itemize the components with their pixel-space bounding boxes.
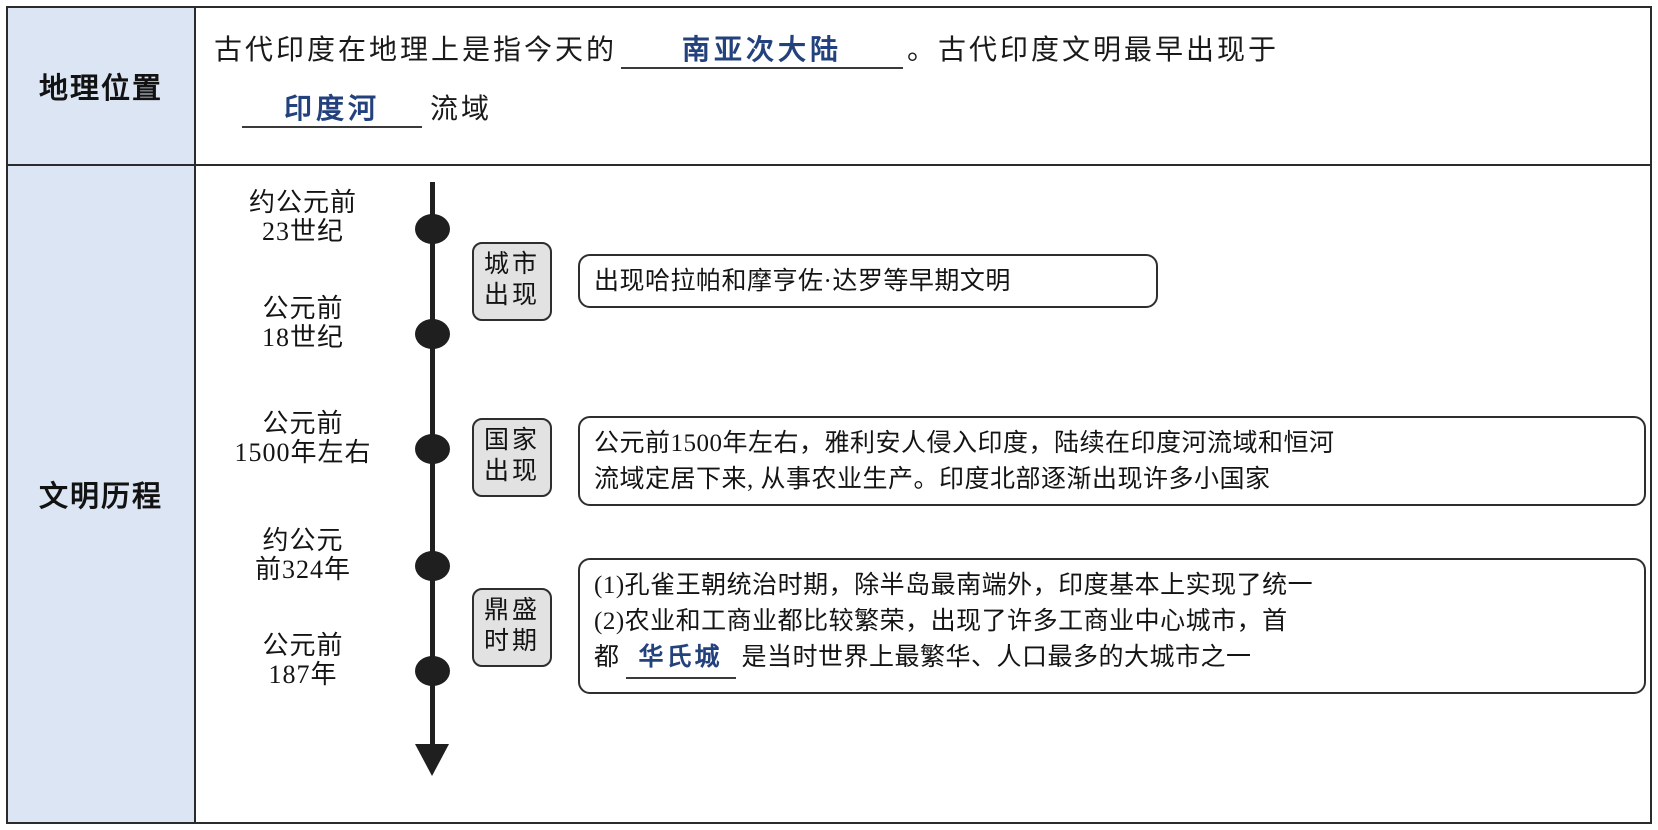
geography-line2-suffix: 流域 — [430, 94, 493, 125]
timeline-year-label: 约公元 前324年 — [254, 526, 351, 585]
phase-tag-city: 城市 出现 — [472, 242, 552, 321]
row-label-civilization: 文明历程 — [8, 166, 194, 822]
timeline-year-label: 公元前 187年 — [262, 631, 344, 690]
geography-line-2: 印度河流域 — [214, 95, 1632, 128]
timeline-arrow-icon — [415, 744, 449, 776]
detail-line3-prefix: 都 — [594, 644, 620, 671]
geography-line-1: 古代印度在地理上是指今天的南亚次大陆。古代印度文明最早出现于 — [214, 36, 1632, 69]
timeline-year-label: 公元前 1500年左右 — [234, 409, 372, 468]
detail-box-peak: (1)孔雀王朝统治时期，除半岛最南端外，印度基本上实现了统一 (2)农业和工商业… — [578, 558, 1646, 694]
geography-content: 古代印度在地理上是指今天的南亚次大陆。古代印度文明最早出现于 印度河流域 — [196, 8, 1650, 164]
row-divider — [8, 164, 1650, 166]
timeline-node — [415, 656, 450, 686]
detail-box-city: 出现哈拉帕和摩亨佐·达罗等早期文明 — [578, 254, 1158, 308]
answer-blank-indus-river[interactable]: 印度河 — [242, 95, 422, 128]
detail-line3-suffix: 是当时世界上最繁华、人口最多的大城市之一 — [741, 644, 1252, 671]
detail-line: (1)孔雀王朝统治时期，除半岛最南端外，印度基本上实现了统一 — [594, 572, 1314, 599]
detail-line: 公元前1500年左右，雅利安人侵入印度，陆续在印度河流域和恒河 — [594, 430, 1335, 457]
timeline-year-label: 约公元前 23世纪 — [248, 188, 357, 247]
detail-line: 出现哈拉帕和摩亨佐·达罗等早期文明 — [594, 268, 1011, 295]
timeline-axis — [430, 182, 435, 752]
timeline-year-label: 公元前 18世纪 — [261, 294, 344, 353]
answer-blank-pataliputra[interactable]: 华氏城 — [625, 639, 736, 679]
timeline-node — [415, 319, 450, 349]
detail-box-state: 公元前1500年左右，雅利安人侵入印度，陆续在印度河流域和恒河 流域定居下来, … — [578, 416, 1646, 506]
geography-line1-prefix: 古代印度在地理上是指今天的 — [214, 35, 618, 66]
geography-line1-suffix: 。古代印度文明最早出现于 — [907, 35, 1280, 66]
column-divider — [194, 8, 196, 822]
row-label-geography: 地理位置 — [8, 8, 194, 164]
timeline-node — [415, 551, 450, 581]
phase-tag-peak: 鼎盛 时期 — [472, 588, 552, 667]
timeline-node — [415, 434, 450, 464]
detail-line-with-blank: 都华氏城是当时世界上最繁华、人口最多的大城市之一 — [594, 639, 1630, 679]
answer-blank-south-asia[interactable]: 南亚次大陆 — [621, 36, 904, 69]
detail-line: (2)农业和工商业都比较繁荣，出现了许多工商业中心城市，首 — [594, 607, 1288, 635]
detail-line: 流域定居下来, 从事农业生产。印度北部逐渐出现许多小国家 — [594, 465, 1271, 493]
table-frame: 地理位置 古代印度在地理上是指今天的南亚次大陆。古代印度文明最早出现于 印度河流… — [6, 6, 1652, 824]
timeline-area: 约公元前 23世纪 公元前 18世纪 公元前 1500年左右 约公元 前324年… — [196, 166, 1650, 822]
timeline-node — [415, 214, 450, 244]
phase-tag-state: 国家 出现 — [472, 418, 552, 497]
